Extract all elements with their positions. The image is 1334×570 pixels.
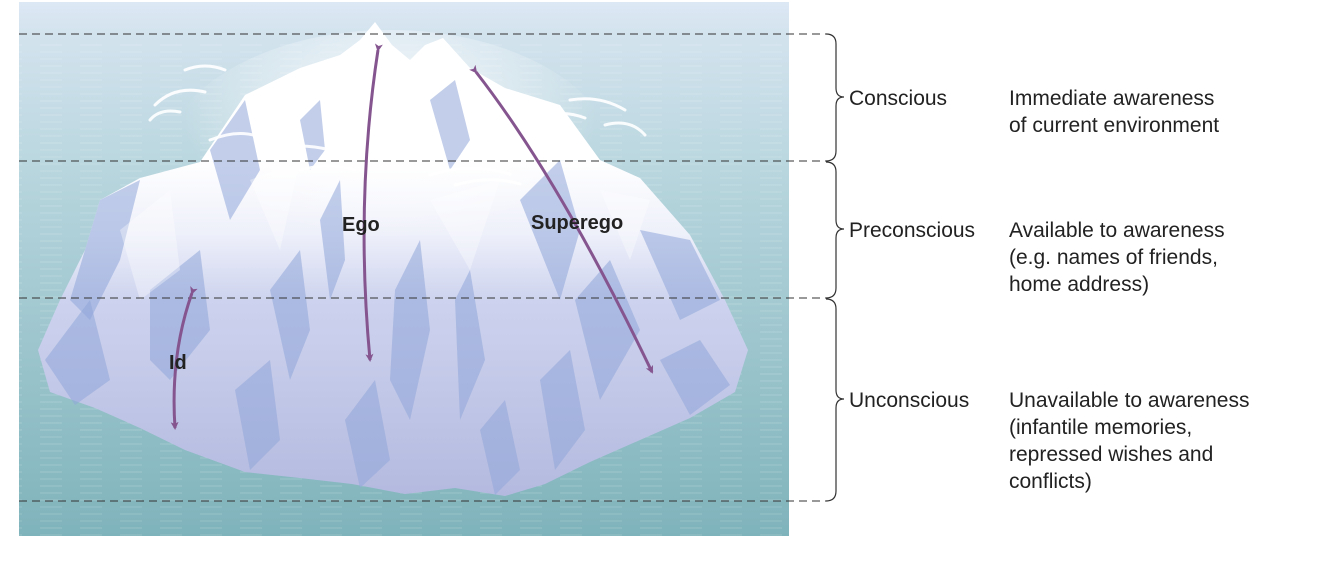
brace-conscious — [825, 33, 845, 162]
ego-label: Ego — [342, 214, 380, 236]
superego-arrow — [469, 64, 654, 374]
desc-unconscious-line2: (infantile memories, — [1009, 416, 1192, 439]
desc-preconscious-line3: home address) — [1009, 273, 1149, 296]
ego-arrow — [362, 43, 383, 362]
desc-conscious-line2: of current environment — [1009, 114, 1219, 137]
id-label: Id — [169, 352, 187, 374]
desc-preconscious-line2: (e.g. names of friends, — [1009, 246, 1218, 269]
desc-preconscious-line1: Available to awareness — [1009, 219, 1225, 242]
brace-preconscious — [825, 161, 845, 299]
brace-unconscious — [825, 298, 845, 502]
label-preconscious: Preconscious — [849, 219, 975, 242]
level-dividers — [19, 33, 828, 502]
desc-unconscious-line3: repressed wishes and — [1009, 443, 1213, 466]
desc-unconscious-line4: conflicts) — [1009, 470, 1092, 493]
id-arrow — [170, 286, 198, 430]
structure-arrows — [170, 43, 654, 430]
braces — [825, 33, 845, 502]
desc-conscious-line1: Immediate awareness — [1009, 87, 1214, 110]
label-unconscious: Unconscious — [849, 389, 969, 412]
superego-label: Superego — [531, 212, 623, 234]
label-conscious: Conscious — [849, 87, 947, 110]
desc-unconscious-line1: Unavailable to awareness — [1009, 389, 1249, 412]
